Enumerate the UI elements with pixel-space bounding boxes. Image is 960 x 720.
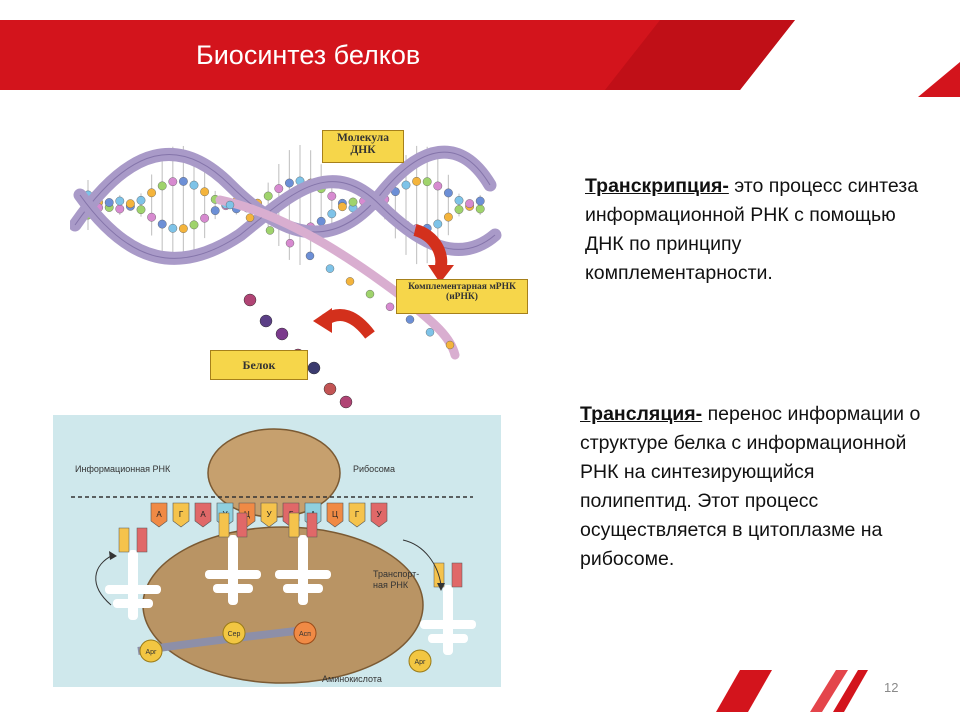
amino-acid-arg-1: Арг bbox=[145, 649, 157, 656]
nucleotide-bead bbox=[200, 187, 210, 197]
nucleotide-bead bbox=[115, 196, 125, 206]
svg-text:У: У bbox=[376, 510, 382, 519]
transcription-definition: Транскрипция- это процесс синтеза информ… bbox=[585, 172, 925, 288]
amino-acid-asp: Асп bbox=[299, 631, 311, 638]
mrna-nucleotide bbox=[325, 264, 335, 273]
translation-term: Трансляция- bbox=[580, 403, 703, 425]
amino-acid-bead bbox=[307, 361, 321, 375]
slide-number: 12 bbox=[884, 680, 899, 695]
nucleotide-bead bbox=[433, 219, 443, 229]
nucleotide-bead bbox=[422, 177, 432, 187]
svg-text:Ц: Ц bbox=[332, 510, 338, 519]
transcription-body: это процесс синтеза информационной РНК с… bbox=[585, 175, 919, 284]
nucleotide-bead bbox=[337, 202, 347, 212]
nucleotide-bead bbox=[348, 197, 358, 207]
mrna-nucleotide bbox=[225, 200, 235, 210]
amino-acid-bead bbox=[275, 327, 289, 341]
nucleotide-bead bbox=[157, 219, 167, 229]
mrna-nucleotide bbox=[285, 238, 295, 248]
nucleotide-bead bbox=[454, 196, 464, 205]
codon: Ц bbox=[326, 502, 344, 528]
dna-transcription-diagram bbox=[70, 145, 502, 409]
nucleotide-bead bbox=[115, 204, 125, 214]
ribosome-caption: Рибосома bbox=[353, 464, 395, 474]
mrna-label: Комплементарная мРНК (иРНК) bbox=[396, 279, 528, 314]
nucleotide-bead bbox=[179, 176, 188, 186]
nucleotide-bead bbox=[189, 180, 199, 190]
nucleotide-bead bbox=[465, 199, 474, 209]
mrna-nucleotide bbox=[265, 226, 275, 235]
mrna-nucleotide bbox=[345, 277, 355, 286]
nucleotide-bead bbox=[104, 198, 114, 207]
mrna-nucleotide bbox=[245, 213, 255, 222]
amino-acid-caption: Аминокислота bbox=[322, 674, 382, 684]
mrna-nucleotide bbox=[385, 302, 395, 312]
nucleotide-bead bbox=[475, 196, 485, 206]
codon: А bbox=[150, 502, 168, 528]
svg-text:А: А bbox=[200, 510, 206, 519]
mrna-caption: Информационная РНК bbox=[75, 464, 171, 474]
title-banner bbox=[0, 20, 960, 97]
svg-text:Г: Г bbox=[355, 510, 360, 519]
nucleotide-bead bbox=[274, 184, 284, 193]
nucleotide-bead bbox=[200, 213, 210, 223]
codon: Г bbox=[348, 502, 366, 528]
svg-text:У: У bbox=[266, 510, 272, 519]
nucleotide-bead bbox=[126, 199, 135, 209]
ribosome-translation-diagram: АГАУЦУГАЦГУ Арг Сер Асп Арг bbox=[53, 415, 501, 687]
mrna-nucleotide bbox=[305, 251, 315, 261]
nucleotide-bead bbox=[136, 195, 146, 205]
trna-molecule bbox=[105, 527, 161, 620]
amino-acid-bead bbox=[259, 314, 273, 328]
codon: У bbox=[260, 502, 278, 528]
nucleotide-bead bbox=[147, 212, 157, 222]
nucleotide-bead bbox=[189, 220, 199, 230]
nucleotide-bead bbox=[210, 206, 220, 216]
nucleotide-bead bbox=[316, 216, 326, 226]
nucleotide-bead bbox=[475, 204, 485, 214]
nucleotide-bead bbox=[168, 177, 178, 187]
amino-acid-bead bbox=[323, 382, 337, 396]
nucleotide-bead bbox=[443, 212, 453, 222]
codon: У bbox=[370, 502, 388, 528]
translation-body: перенос информации о структуре белка с и… bbox=[580, 403, 921, 570]
nucleotide-bead bbox=[443, 188, 453, 198]
trna-molecule bbox=[205, 512, 261, 605]
amino-acid-bead bbox=[339, 395, 353, 409]
nucleotide-bead bbox=[136, 205, 146, 215]
nucleotide-bead bbox=[327, 209, 337, 219]
amino-acid-bead bbox=[243, 293, 257, 307]
nucleotide-bead bbox=[433, 181, 443, 191]
nucleotide-bead bbox=[157, 181, 167, 191]
mrna-nucleotide bbox=[445, 340, 455, 350]
mrna-nucleotide bbox=[405, 315, 415, 324]
mrna-nucleotide bbox=[365, 289, 375, 299]
nucleotide-bead bbox=[147, 188, 157, 198]
nucleotide-bead bbox=[401, 180, 411, 190]
codon: А bbox=[194, 502, 212, 528]
transcription-term: Транскрипция- bbox=[585, 175, 729, 197]
nucleotide-bead bbox=[284, 178, 294, 188]
trna-molecule bbox=[275, 512, 331, 605]
protein-label: Белок bbox=[210, 350, 308, 380]
nucleotide-bead bbox=[454, 205, 464, 214]
slide-title: Биосинтез белков bbox=[196, 40, 421, 70]
nucleotide-bead bbox=[179, 224, 188, 234]
nucleotide-bead bbox=[412, 176, 421, 186]
codon: Г bbox=[172, 502, 190, 528]
svg-text:А: А bbox=[156, 510, 162, 519]
translation-definition: Трансляция- перенос информации о структу… bbox=[580, 400, 930, 574]
nucleotide-bead bbox=[327, 191, 337, 201]
dna-molecule-label: Молекула ДНК bbox=[322, 130, 404, 163]
trna-caption: Транспорт-ная РНК bbox=[373, 569, 420, 590]
mrna-nucleotide bbox=[425, 328, 435, 337]
nucleotide-bead bbox=[263, 191, 273, 201]
svg-text:Г: Г bbox=[179, 510, 184, 519]
nucleotide-bead bbox=[168, 223, 178, 233]
amino-acid-ser: Сер bbox=[228, 631, 241, 638]
amino-acid-arg-2: Арг bbox=[414, 659, 426, 666]
